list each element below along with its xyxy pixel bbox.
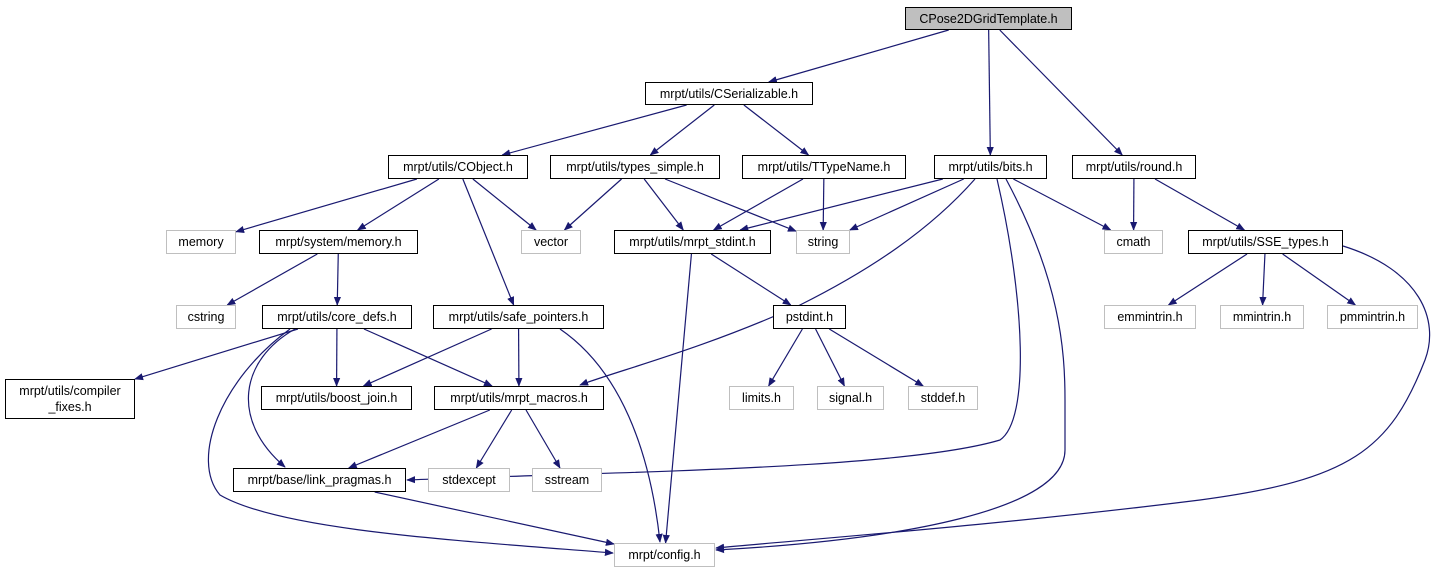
edge-safe_pointers-to-boost_join xyxy=(362,328,492,387)
edge-pstdint-to-signal xyxy=(815,328,845,387)
edge-root-to-cserializable xyxy=(767,29,949,84)
node-vector: vector xyxy=(521,230,581,254)
edge-bits-to-string xyxy=(848,178,964,231)
node-root[interactable]: CPose2DGridTemplate.h xyxy=(905,7,1072,30)
node-stdexcept: stdexcept xyxy=(428,468,510,492)
node-types-simple[interactable]: mrpt/utils/types_simple.h xyxy=(550,155,720,179)
node-sys-memory[interactable]: mrpt/system/memory.h xyxy=(259,230,418,254)
node-pmmintrin: pmmintrin.h xyxy=(1327,305,1418,329)
node-string: string xyxy=(796,230,850,254)
node-ttypename[interactable]: mrpt/utils/TTypeName.h xyxy=(742,155,906,179)
node-pstdint[interactable]: pstdint.h xyxy=(773,305,846,329)
node-cserializable[interactable]: mrpt/utils/CSerializable.h xyxy=(645,82,813,105)
edge-sys_memory-to-core_defs xyxy=(333,253,342,306)
edge-core_defs-to-config xyxy=(207,328,614,556)
edge-core_defs-to-link_pragmas xyxy=(247,328,296,468)
edge-ttypename-to-mrpt_stdint xyxy=(712,178,804,231)
edge-sse_types-to-emmintrin xyxy=(1167,253,1248,306)
node-emmintrin: emmintrin.h xyxy=(1104,305,1196,329)
node-bits[interactable]: mrpt/utils/bits.h xyxy=(934,155,1047,179)
edge-root-to-round xyxy=(999,29,1123,156)
edge-cserializable-to-cobject xyxy=(501,104,687,157)
edge-mrpt_stdint-to-pstdint xyxy=(710,253,792,306)
node-cmath: cmath xyxy=(1104,230,1163,254)
edge-safe_pointers-to-config xyxy=(559,328,663,543)
node-sstream: sstream xyxy=(532,468,602,492)
edge-mrpt_stdint-to-config xyxy=(662,253,693,544)
node-round[interactable]: mrpt/utils/round.h xyxy=(1072,155,1196,179)
edge-bits-to-mrpt_stdint xyxy=(739,178,943,232)
edge-mrpt_macros-to-link_pragmas xyxy=(347,409,491,469)
edge-ttypename-to-string xyxy=(819,178,827,231)
edge-root-to-bits xyxy=(986,29,994,156)
node-compiler-fixes[interactable]: mrpt/utils/compiler _fixes.h xyxy=(5,379,135,419)
edge-link_pragmas-to-config xyxy=(374,491,615,546)
node-link-pragmas[interactable]: mrpt/base/link_pragmas.h xyxy=(233,468,406,492)
node-boost-join[interactable]: mrpt/utils/boost_join.h xyxy=(261,386,412,410)
edge-cobject-to-safe_pointers xyxy=(462,178,515,306)
node-mrpt-stdint[interactable]: mrpt/utils/mrpt_stdint.h xyxy=(614,230,771,254)
node-safe-pointers[interactable]: mrpt/utils/safe_pointers.h xyxy=(433,305,604,329)
node-cobject[interactable]: mrpt/utils/CObject.h xyxy=(388,155,528,179)
edge-bits-to-mrpt_macros xyxy=(579,178,976,386)
edge-cserializable-to-types_simple xyxy=(649,104,715,156)
edge-sse_types-to-config xyxy=(715,245,1431,551)
edge-cobject-to-memory xyxy=(235,178,418,233)
node-cstring: cstring xyxy=(176,305,236,329)
edge-core_defs-to-compiler_fixes xyxy=(134,328,299,381)
edge-pstdint-to-limits xyxy=(768,328,803,387)
node-sse-types[interactable]: mrpt/utils/SSE_types.h xyxy=(1188,230,1343,254)
edge-cserializable-to-ttypename xyxy=(743,104,810,156)
edge-bits-to-config xyxy=(715,178,1066,554)
edge-sse_types-to-mmintrin xyxy=(1259,253,1267,306)
edge-sse_types-to-pmmintrin xyxy=(1282,253,1357,306)
node-signal: signal.h xyxy=(817,386,884,410)
node-mmintrin: mmintrin.h xyxy=(1220,305,1304,329)
edge-round-to-sse_types xyxy=(1154,178,1246,231)
node-mrpt-macros[interactable]: mrpt/utils/mrpt_macros.h xyxy=(434,386,604,410)
edge-types_simple-to-string xyxy=(664,178,797,232)
edge-cobject-to-sys_memory xyxy=(356,178,440,231)
edge-pstdint-to-stddef xyxy=(828,328,924,387)
node-core-defs[interactable]: mrpt/utils/core_defs.h xyxy=(262,305,412,329)
edge-sys_memory-to-cstring xyxy=(226,253,318,306)
edge-mrpt_macros-to-sstream xyxy=(525,409,561,469)
node-stddef: stddef.h xyxy=(908,386,978,410)
edge-cobject-to-vector xyxy=(472,178,537,231)
node-config: mrpt/config.h xyxy=(614,543,715,567)
edge-types_simple-to-mrpt_stdint xyxy=(643,178,684,231)
node-memory: memory xyxy=(166,230,236,254)
node-limits: limits.h xyxy=(729,386,794,410)
edge-mrpt_macros-to-stdexcept xyxy=(475,409,513,469)
edge-types_simple-to-vector xyxy=(563,178,622,231)
edge-bits-to-cmath xyxy=(1013,178,1112,231)
